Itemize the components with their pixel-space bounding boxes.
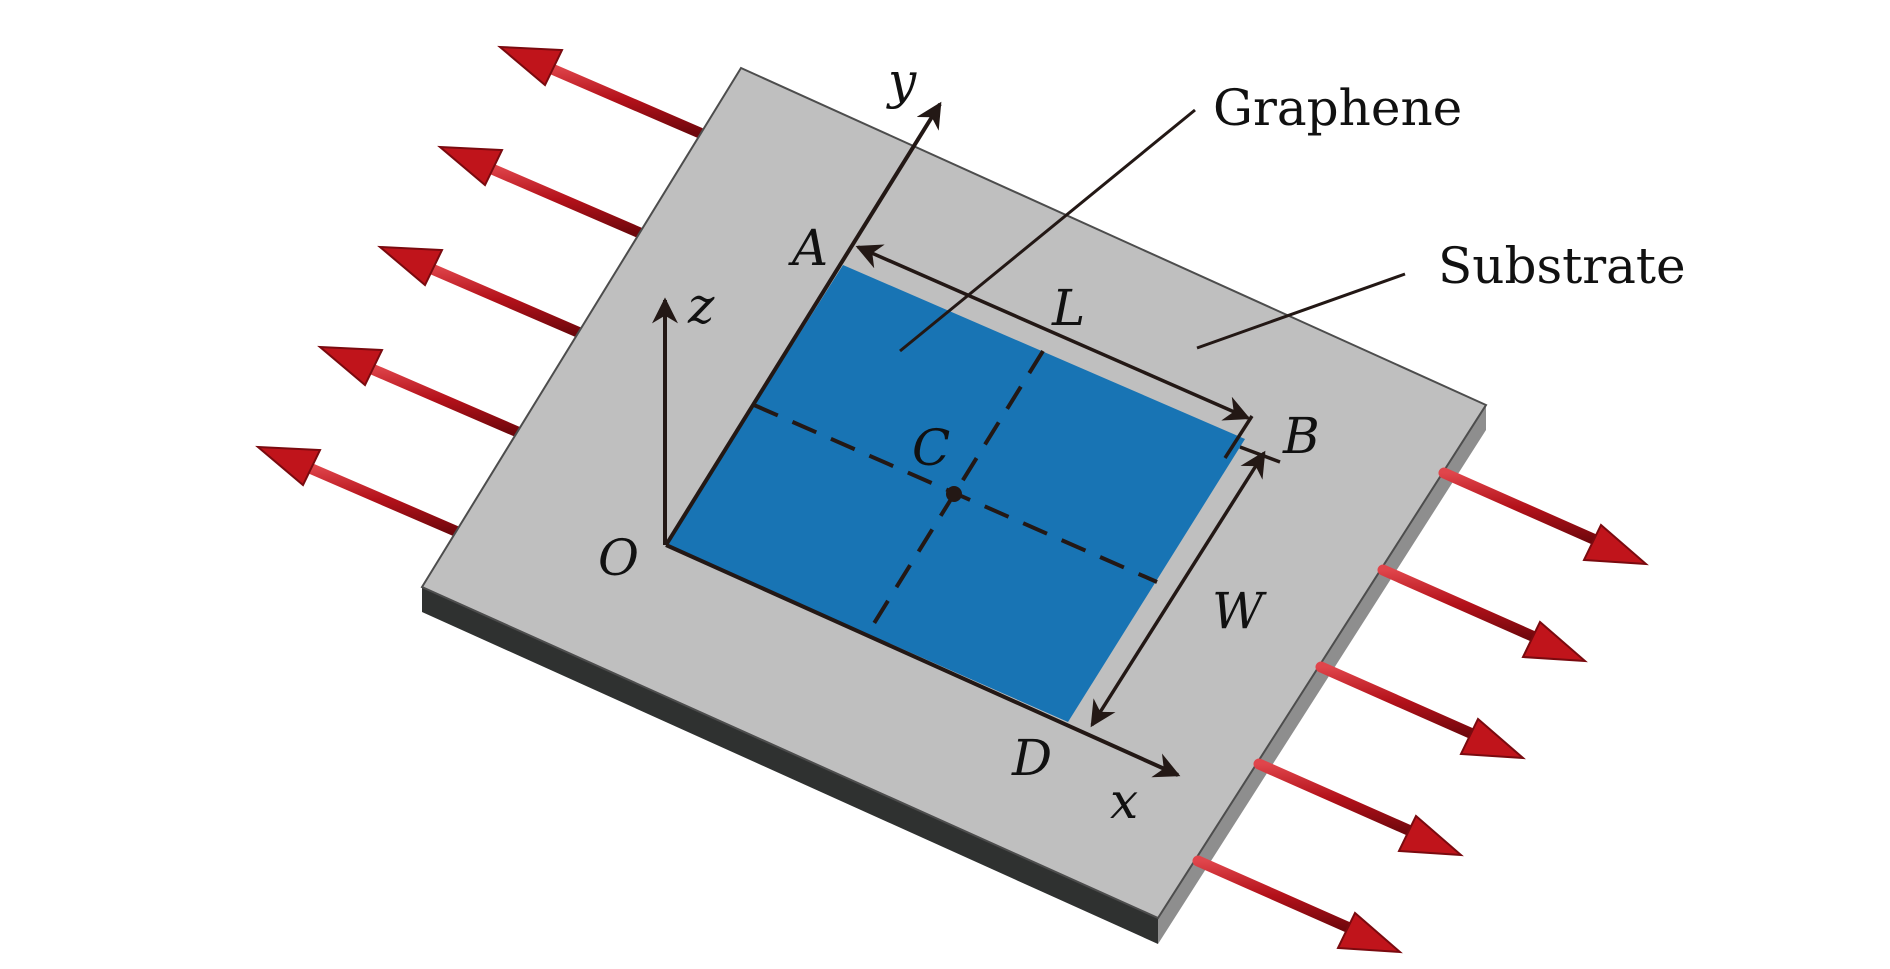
label-dim-width: W bbox=[1212, 582, 1267, 640]
label-substrate: Substrate bbox=[1438, 237, 1686, 295]
width-dimension bbox=[1090, 450, 1266, 728]
coordinate-axes bbox=[652, 101, 1181, 778]
label-point-c: C bbox=[912, 419, 950, 477]
leader-lines bbox=[899, 108, 1406, 353]
center-point bbox=[946, 486, 962, 502]
left-arrow-2 bbox=[437, 145, 646, 239]
label-dim-length: L bbox=[1051, 279, 1085, 337]
label-point-b: B bbox=[1282, 407, 1320, 465]
left-arrow-1 bbox=[497, 45, 706, 139]
y-axis bbox=[664, 101, 942, 547]
right-tension-arrows bbox=[1192, 467, 1649, 954]
x-axis bbox=[665, 543, 1181, 778]
right-arrow-2 bbox=[1377, 564, 1588, 663]
left-arrow-3 bbox=[377, 245, 586, 339]
right-arrow-5 bbox=[1192, 855, 1403, 954]
right-arrow-3 bbox=[1315, 661, 1526, 760]
left-arrow-4 bbox=[317, 345, 526, 439]
right-arrow-4 bbox=[1253, 758, 1464, 857]
label-point-d: D bbox=[1011, 729, 1052, 787]
label-axis-y: y bbox=[886, 52, 917, 110]
substrate-leader bbox=[1196, 272, 1406, 350]
label-point-o: O bbox=[598, 529, 639, 587]
substrate-side-front bbox=[422, 587, 1158, 944]
width-tick-b bbox=[1239, 445, 1281, 464]
label-axis-z: z bbox=[687, 277, 715, 335]
label-point-a: A bbox=[788, 219, 828, 277]
left-tension-arrows bbox=[255, 45, 706, 539]
label-graphene: Graphene bbox=[1213, 79, 1462, 137]
dimension-lines bbox=[855, 244, 1281, 728]
substrate-side-right bbox=[1158, 405, 1486, 944]
right-arrow-1 bbox=[1438, 467, 1649, 566]
graphene-leader bbox=[899, 108, 1196, 353]
label-axis-x: x bbox=[1110, 772, 1138, 830]
left-arrow-5 bbox=[255, 445, 466, 539]
length-dimension bbox=[855, 244, 1251, 421]
